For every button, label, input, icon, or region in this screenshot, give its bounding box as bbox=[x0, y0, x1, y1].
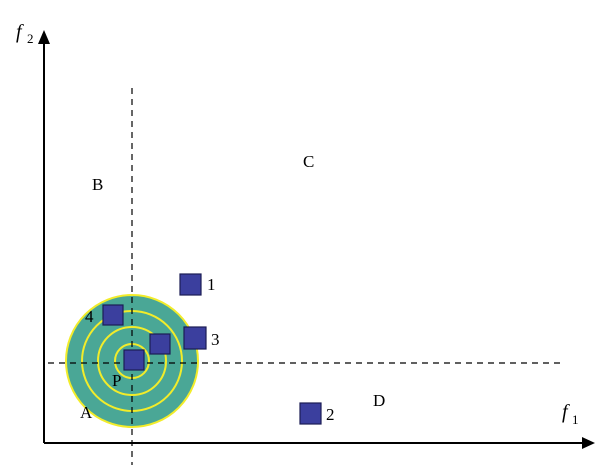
point-3-label: 3 bbox=[211, 330, 220, 349]
point-4-square bbox=[102, 304, 124, 326]
region-a-label: A bbox=[80, 403, 93, 422]
x-axis-symbol: f bbox=[562, 401, 570, 423]
point-p-label: P bbox=[112, 371, 121, 390]
y-axis-symbol: f bbox=[16, 21, 24, 43]
y-axis-label: f 2 bbox=[16, 21, 34, 46]
unlabeled-square bbox=[149, 333, 171, 355]
point-4-label: 4 bbox=[85, 307, 94, 326]
point-1-square bbox=[179, 273, 202, 296]
point-p-square bbox=[123, 349, 145, 371]
inner-ring bbox=[97, 326, 167, 396]
point-3-square bbox=[183, 326, 207, 350]
region-d-label: D bbox=[373, 391, 385, 410]
y-axis-subscript: 2 bbox=[27, 31, 34, 46]
point-1-label: 1 bbox=[207, 275, 216, 294]
x-axis-subscript: 1 bbox=[572, 412, 579, 427]
region-b-label: B bbox=[92, 175, 103, 194]
x-axis-label: f 1 bbox=[562, 401, 579, 427]
x-axis-arrow-icon bbox=[582, 437, 595, 449]
point-2-square bbox=[299, 402, 322, 425]
region-c-label: C bbox=[303, 152, 314, 171]
point-2-label: 2 bbox=[326, 405, 335, 424]
y-axis-arrow-icon bbox=[38, 30, 50, 44]
